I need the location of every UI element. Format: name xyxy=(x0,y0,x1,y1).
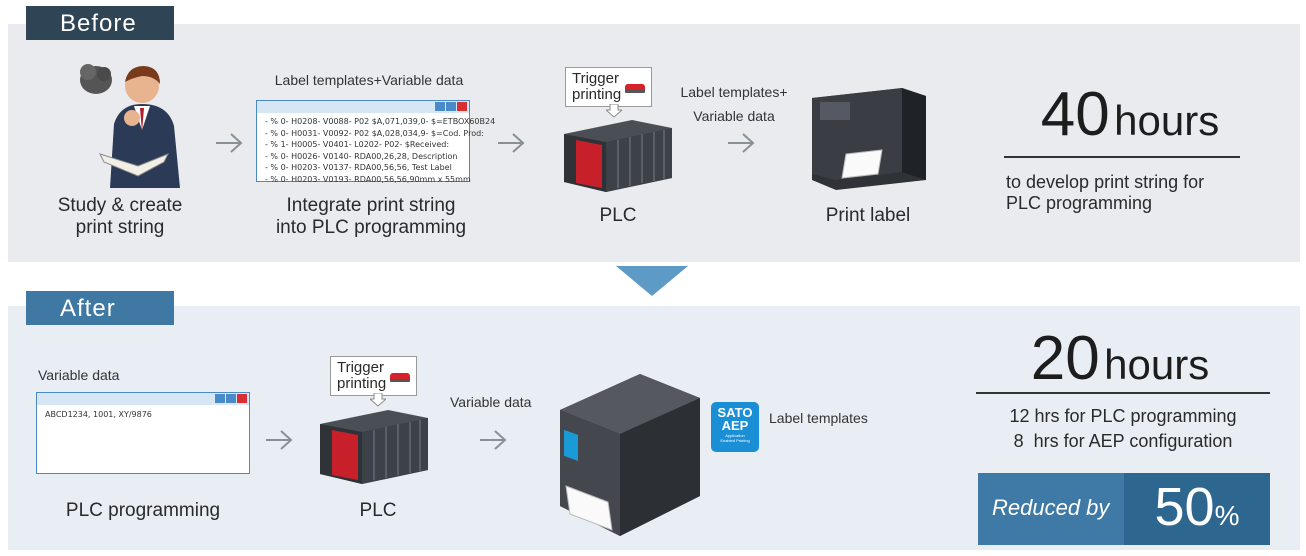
variable-data-window: ABCD1234, 1001, XY/9876 xyxy=(36,392,250,474)
study-caption: Study & create print string xyxy=(57,195,183,238)
before-hours-value: 40 xyxy=(1040,80,1110,149)
aep-small-text: Application Enabled Printing xyxy=(720,433,750,443)
label-printer-icon xyxy=(806,84,930,192)
before-divider xyxy=(1004,156,1240,158)
label-templates-label: Label templates xyxy=(769,410,868,426)
percent-box: 50% xyxy=(1124,473,1270,545)
down-small-arrow-icon xyxy=(604,103,624,123)
templates-var-label: Label templates+ Variable data xyxy=(680,84,788,124)
code-line: - % 1- H0005- V0401- L0202- P02- $Receiv… xyxy=(265,140,450,149)
percent-unit: % xyxy=(1214,500,1240,531)
plc-programming-caption: PLC programming xyxy=(65,500,221,521)
before-hours-desc: to develop print string for PLC programm… xyxy=(1006,172,1205,213)
after-hours-value: 20 xyxy=(1030,324,1100,393)
down-arrow-icon xyxy=(616,266,688,301)
print-string-window: - % 0- H0208- V0088- P02 $A,071,039,0- $… xyxy=(256,100,496,184)
arrow-right-icon xyxy=(496,131,526,155)
before-hours: 40 hours xyxy=(1020,84,1240,146)
code-line: - % 0- H0203- V0137- RDA00,56,56, Test L… xyxy=(265,163,452,172)
trigger-label: Trigger printing xyxy=(337,359,387,392)
templates-label: Label templates+Variable data xyxy=(274,72,464,88)
after-hours: 20 hours xyxy=(990,328,1250,390)
reduced-by-label: Reduced by xyxy=(992,495,1110,520)
arrow-right-icon xyxy=(726,131,756,155)
after-hours-unit: hours xyxy=(1104,341,1210,388)
trigger-printing-box: Trigger printing xyxy=(565,67,653,107)
window-text: ABCD1234, 1001, XY/9876 xyxy=(45,410,152,419)
trigger-label: Trigger printing xyxy=(572,70,622,103)
plc-caption: PLC xyxy=(359,500,397,521)
sato-text: SATO xyxy=(717,405,753,420)
code-line: - % 0- H0031- V0092- P02 $A,028,034,9- $… xyxy=(265,128,484,138)
sato-aep-badge: SATO AEP Application Enabled Printing xyxy=(711,402,759,452)
down-small-arrow-icon xyxy=(368,392,388,412)
percent-value: 50 xyxy=(1154,477,1215,537)
arrow-right-icon xyxy=(264,428,294,452)
variable-data-label-2: Variable data xyxy=(450,394,532,410)
code-line: - % 0- H0026- V0140- RDA00,26,28, Descri… xyxy=(265,151,458,161)
code-line: - % 0- H0203- V0193- RDA00,56,56,90mm x … xyxy=(265,174,471,184)
trigger-button-icon xyxy=(390,372,411,382)
after-tab: After xyxy=(26,291,174,325)
variable-data-label: Variable data xyxy=(38,367,120,383)
plc-icon xyxy=(562,120,674,192)
reduced-banner: Reduced by 50% xyxy=(978,473,1270,545)
print-label-caption: Print label xyxy=(825,205,911,226)
code-line: - % 0- H0208- V0088- P02 $A,071,039,0- $… xyxy=(265,117,496,126)
before-tab: Before xyxy=(26,6,174,40)
after-detail-1: 12 hrs for PLC programming xyxy=(1009,406,1237,426)
trigger-printing-box: Trigger printing xyxy=(330,356,418,396)
plc-caption: PLC xyxy=(599,205,637,226)
arrow-right-icon xyxy=(478,428,508,452)
before-hours-unit: hours xyxy=(1114,97,1220,144)
integrate-caption: Integrate print string into PLC programm… xyxy=(275,195,467,238)
plc-icon xyxy=(318,410,430,484)
after-divider xyxy=(976,392,1270,394)
trigger-button-icon xyxy=(625,83,646,93)
after-detail-2: 8 hrs for AEP configuration xyxy=(1013,431,1233,451)
arrow-right-icon xyxy=(214,131,244,155)
aep-text: AEP xyxy=(721,418,749,433)
aep-printer-icon xyxy=(548,368,708,540)
person-studying-icon xyxy=(76,58,196,188)
